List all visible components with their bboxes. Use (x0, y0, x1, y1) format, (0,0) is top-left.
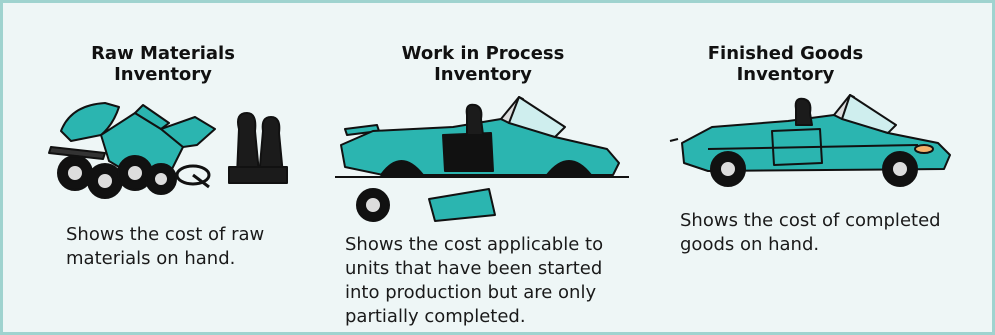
finished-goods-description: Shows the cost of completed goods on han… (680, 210, 941, 255)
work-in-process-description: Shows the cost applicable to units that … (345, 234, 604, 327)
raw-materials-title: Raw Materials Inventory (91, 43, 235, 85)
car-parts-icon (48, 102, 288, 199)
finished-car-icon (669, 94, 951, 187)
partial-car-icon (335, 96, 629, 222)
finished-goods-title: Finished Goods Inventory (707, 43, 864, 85)
raw-materials-description: Shows the cost of raw materials on hand. (66, 224, 265, 269)
work-in-process-title: Work in Process Inventory (401, 43, 565, 85)
